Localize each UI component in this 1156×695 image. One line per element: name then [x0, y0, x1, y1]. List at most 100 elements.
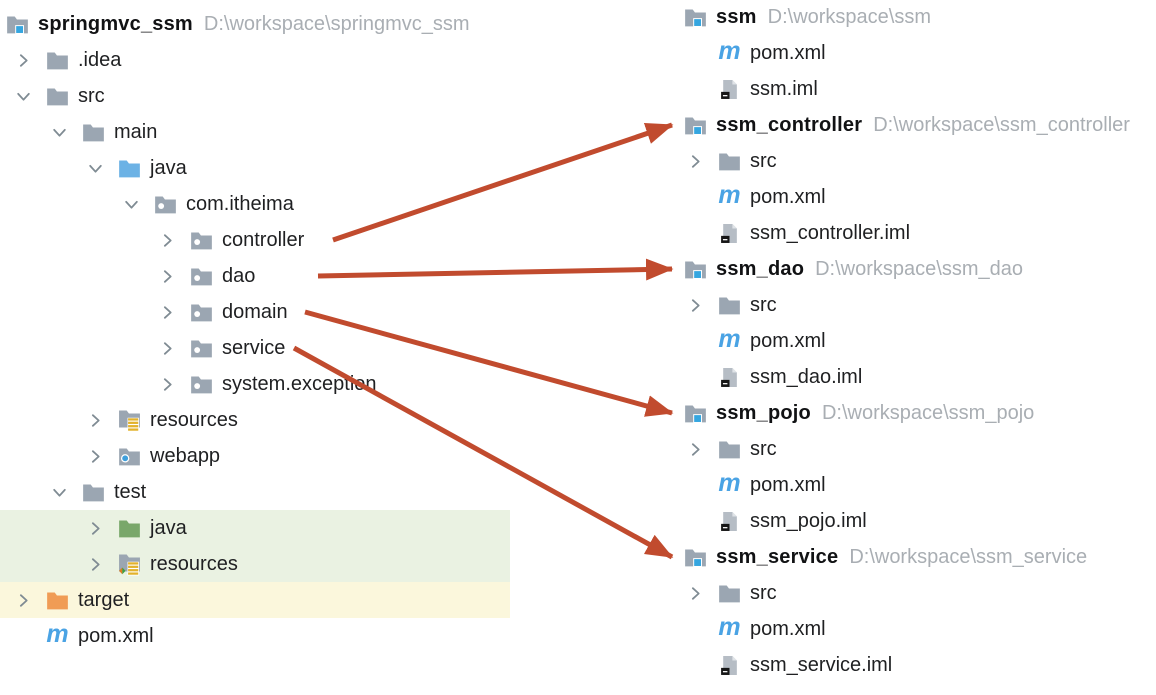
tree-row-ssm-iml[interactable]: ssm.iml	[640, 71, 1156, 107]
chevron-right-icon[interactable]	[157, 303, 177, 321]
tree-row-src[interactable]: src	[0, 78, 640, 114]
iml-file-icon	[718, 654, 741, 676]
tree-row-service[interactable]: service	[0, 330, 640, 366]
chevron-right-icon[interactable]	[685, 584, 705, 602]
folder-icon	[718, 438, 741, 460]
chevron-spacer	[13, 627, 33, 645]
chevron-right-icon[interactable]	[157, 339, 177, 357]
iml-file-icon	[718, 366, 741, 388]
tree-row-ssm-service-iml[interactable]: ssm_service.iml	[640, 647, 1156, 683]
tree-row-ssm-dao-iml[interactable]: ssm_dao.iml	[640, 359, 1156, 395]
maven-icon: m	[718, 469, 741, 497]
chevron-spacer	[685, 620, 705, 638]
tree-row-ssm-pojo-root[interactable]: ssm_pojo D:\workspace\ssm_pojo	[640, 395, 1156, 431]
node-label: ssm.iml	[750, 77, 818, 100]
tree-row-src[interactable]: src	[640, 431, 1156, 467]
tree-row-java[interactable]: java	[0, 510, 640, 546]
chevron-down-icon[interactable]	[85, 159, 105, 177]
node-label: .idea	[78, 48, 122, 71]
node-label: target	[78, 588, 130, 611]
node-label: src	[750, 437, 777, 460]
node-path: D:\workspace\ssm_pojo	[821, 401, 1035, 424]
tree-row-src[interactable]: src	[640, 575, 1156, 611]
node-label: dao	[222, 264, 256, 287]
node-label: ssm_controller.iml	[750, 221, 911, 244]
maven-icon: m	[718, 327, 741, 352]
tree-row-controller[interactable]: controller	[0, 222, 640, 258]
node-label: pom.xml	[750, 473, 826, 496]
tree-row-pom-xml[interactable]: m pom.xml	[640, 467, 1156, 503]
tree-row-pom-xml[interactable]: m pom.xml	[640, 179, 1156, 215]
package-icon	[190, 373, 213, 395]
module-icon	[684, 114, 707, 136]
maven-m-glyph: m	[718, 37, 741, 65]
chevron-right-icon[interactable]	[685, 296, 705, 314]
chevron-down-icon[interactable]	[49, 123, 69, 141]
maven-m-glyph: m	[46, 620, 69, 648]
node-label: ssm_pojo	[716, 401, 811, 424]
chevron-spacer	[685, 332, 705, 350]
chevron-right-icon[interactable]	[13, 51, 33, 69]
tree-row-com-itheima[interactable]: com.itheima	[0, 186, 640, 222]
tree-row-test[interactable]: test	[0, 474, 640, 510]
tree-row-pom-xml[interactable]: m pom.xml	[640, 323, 1156, 359]
node-label: resources	[150, 552, 238, 575]
node-label: test	[114, 480, 147, 503]
node-label: pom.xml	[750, 185, 826, 208]
chevron-spacer	[685, 224, 705, 242]
maven-m-glyph: m	[718, 181, 741, 209]
iml-file-icon	[718, 222, 741, 244]
tree-row-pom-xml[interactable]: m pom.xml	[640, 611, 1156, 647]
tree-row-system-exception[interactable]: system.exception	[0, 366, 640, 402]
chevron-right-icon[interactable]	[85, 555, 105, 573]
chevron-right-icon[interactable]	[157, 267, 177, 285]
node-label: java	[150, 516, 187, 539]
chevron-right-icon[interactable]	[685, 152, 705, 170]
tree-row-java[interactable]: java	[0, 150, 640, 186]
folder-icon	[46, 49, 69, 71]
tree-row-resources[interactable]: resources	[0, 402, 640, 438]
chevron-right-icon[interactable]	[685, 440, 705, 458]
node-label: src	[750, 293, 777, 316]
chevron-right-icon[interactable]	[157, 231, 177, 249]
tree-row-webapp[interactable]: webapp	[0, 438, 640, 474]
chevron-down-icon[interactable]	[121, 195, 141, 213]
tree-row-dao[interactable]: dao	[0, 258, 640, 294]
chevron-down-icon[interactable]	[49, 483, 69, 501]
package-icon	[190, 229, 213, 251]
chevron-right-icon[interactable]	[157, 375, 177, 393]
webapp-folder-icon	[118, 445, 141, 467]
module-icon	[684, 402, 707, 424]
node-label: pom.xml	[750, 329, 826, 352]
maven-m-glyph: m	[718, 613, 741, 641]
chevron-right-icon[interactable]	[85, 519, 105, 537]
tree-row-idea[interactable]: .idea	[0, 42, 640, 78]
node-label: pom.xml	[750, 617, 826, 640]
chevron-down-icon[interactable]	[13, 87, 33, 105]
tree-row-resources[interactable]: resources	[0, 546, 640, 582]
maven-m-glyph: m	[718, 469, 741, 497]
chevron-right-icon[interactable]	[13, 591, 33, 609]
tree-row-domain[interactable]: domain	[0, 294, 640, 330]
tree-row-src[interactable]: src	[640, 143, 1156, 179]
folder-icon	[718, 582, 741, 604]
tree-row-ssm-pojo-iml[interactable]: ssm_pojo.iml	[640, 503, 1156, 539]
node-label: java	[150, 156, 187, 179]
package-icon	[190, 337, 213, 359]
tree-row-ssm-controller-iml[interactable]: ssm_controller.iml	[640, 215, 1156, 251]
node-label: src	[750, 581, 777, 604]
tree-row-target[interactable]: target	[0, 582, 640, 618]
tree-row-main[interactable]: main	[0, 114, 640, 150]
chevron-right-icon[interactable]	[85, 447, 105, 465]
chevron-right-icon[interactable]	[85, 411, 105, 429]
tree-row-src[interactable]: src	[640, 287, 1156, 323]
folder-icon	[82, 481, 105, 503]
